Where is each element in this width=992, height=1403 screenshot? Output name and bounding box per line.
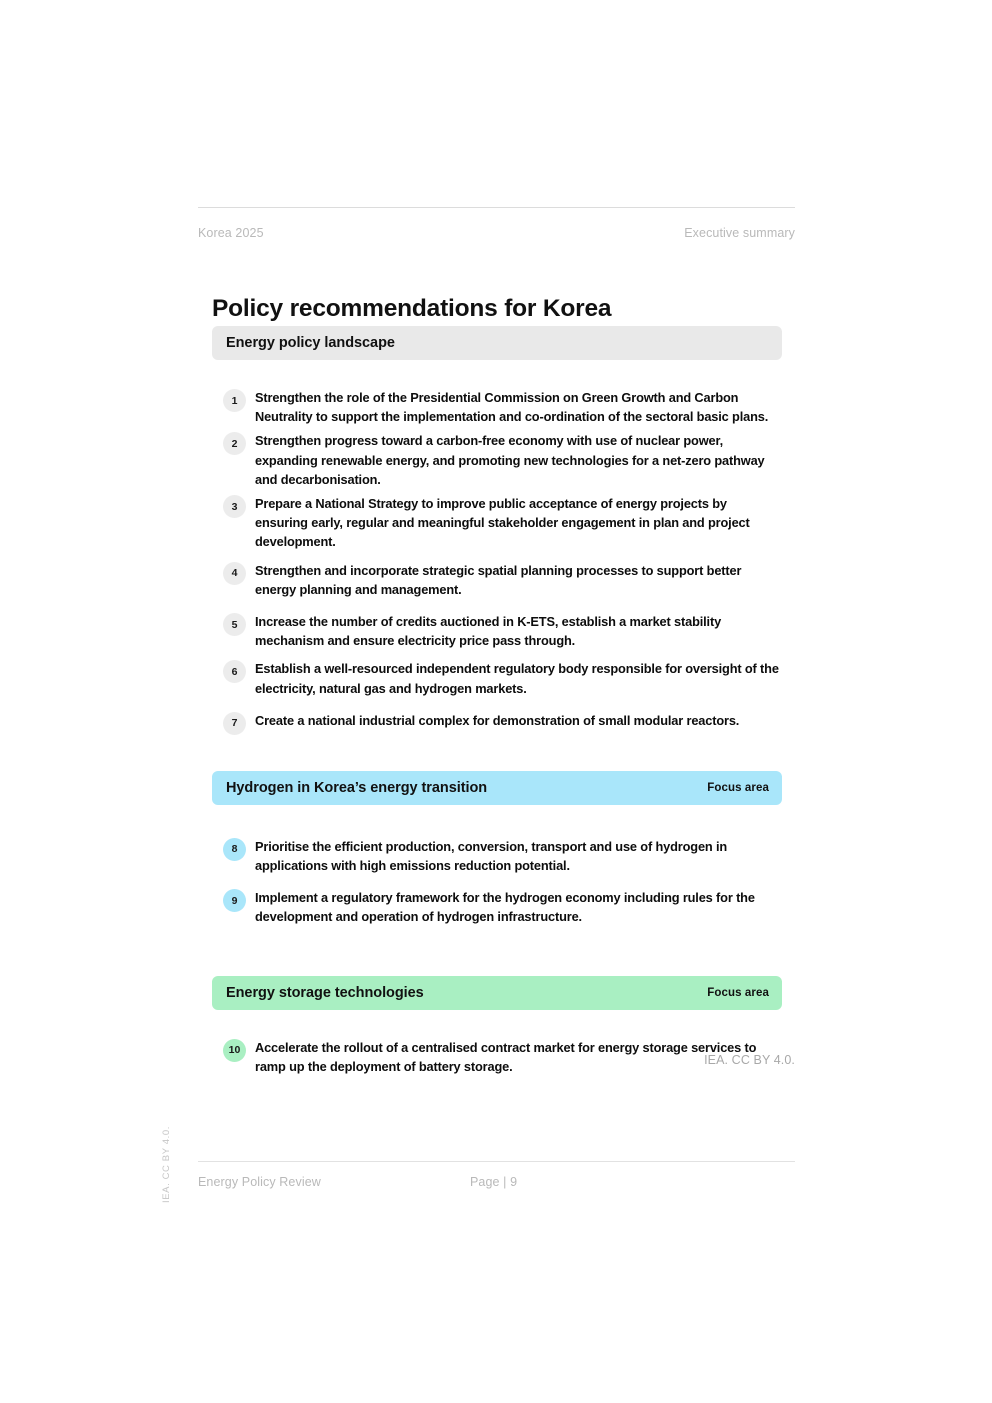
recommendation-text: Increase the number of credits auctioned…	[255, 614, 722, 649]
recommendation-item: 8 Prioritise the efficient production, c…	[212, 837, 782, 875]
section-header-energy-policy-landscape: Energy policy landscape	[212, 326, 782, 360]
section-title: Energy policy landscape	[226, 335, 395, 351]
recommendation-text: Establish a well-resourced independent r…	[255, 661, 779, 696]
recommendation-item: 7 Create a national industrial complex f…	[212, 711, 782, 735]
recommendation-number-badge: 5	[223, 613, 246, 637]
page-title: Policy recommendations for Korea	[212, 295, 612, 323]
recommendation-number-badge: 7	[223, 711, 246, 735]
recommendation-item: 2 Strengthen progress toward a carbon-fr…	[212, 431, 782, 489]
section-tag: Focus area	[707, 986, 769, 999]
recommendation-item: 1 Strengthen the role of the Presidentia…	[212, 388, 782, 426]
recommendation-text: Accelerate the rollout of a centralised …	[255, 1039, 757, 1074]
recommendation-text: Strengthen progress toward a carbon-free…	[255, 433, 765, 487]
recommendation-number-badge: 1	[223, 389, 246, 412]
running-header: Korea 2025 Executive summary	[198, 226, 795, 240]
footer-page-number: Page | 9	[470, 1175, 518, 1189]
recommendation-number-badge: 10	[223, 1038, 246, 1062]
recommendation-list-energy-storage-technologies: 10 Accelerate the rollout of a centralis…	[212, 1038, 782, 1076]
recommendation-number-badge: 6	[223, 660, 246, 684]
recommendation-list-hydrogen-energy-transition: 8 Prioritise the efficient production, c…	[212, 837, 782, 927]
recommendation-number-badge: 3	[223, 495, 246, 519]
iea-credit-line: IEA. CC BY 4.0.	[704, 1053, 795, 1067]
section-title: Energy storage technologies	[226, 984, 424, 1001]
recommendation-text: Prioritise the efficient production, con…	[255, 838, 728, 874]
recommendation-text: Strengthen and incorporate strategic spa…	[255, 562, 742, 597]
recommendation-number-badge: 4	[223, 561, 246, 585]
footer-document-label: Energy Policy Review	[198, 1175, 321, 1189]
section-title: Hydrogen in Korea’s energy transition	[226, 779, 488, 796]
recommendation-text: Create a national industrial complex for…	[255, 712, 740, 728]
recommendation-item: 10 Accelerate the rollout of a centralis…	[212, 1038, 782, 1076]
recommendation-item: 9 Implement a regulatory framework for t…	[212, 888, 782, 926]
recommendation-item: 4 Strengthen and incorporate strategic s…	[212, 561, 782, 599]
section-tag: Focus area	[707, 781, 769, 794]
header-divider	[198, 207, 795, 208]
recommendation-item: 5 Increase the number of credits auction…	[212, 612, 782, 650]
recommendation-list-energy-policy-landscape: 1 Strengthen the role of the Presidentia…	[212, 388, 782, 735]
recommendation-text: Prepare a National Strategy to improve p…	[255, 496, 750, 550]
recommendations-content: Energy policy landscape 1 Strengthen the…	[212, 326, 782, 1076]
iea-side-credit-vertical: IEA. CC BY 4.0.	[161, 1126, 172, 1203]
recommendation-number-badge: 8	[223, 837, 246, 861]
recommendation-text: Strengthen the role of the Presidential …	[255, 390, 769, 425]
header-right-label: Executive summary	[684, 226, 795, 240]
section-header-energy-storage-technologies: Energy storage technologies Focus area	[212, 975, 782, 1010]
footer-divider	[198, 1161, 795, 1162]
section-header-hydrogen-energy-transition: Hydrogen in Korea’s energy transition Fo…	[212, 770, 782, 805]
recommendation-number-badge: 9	[223, 889, 246, 913]
recommendation-text: Implement a regulatory framework for the…	[255, 890, 755, 925]
recommendation-item: 6 Establish a well-resourced independent…	[212, 659, 782, 697]
recommendation-number-badge: 2	[223, 432, 246, 456]
header-left-label: Korea 2025	[198, 226, 264, 240]
recommendation-item: 3 Prepare a National Strategy to improve…	[212, 494, 782, 552]
